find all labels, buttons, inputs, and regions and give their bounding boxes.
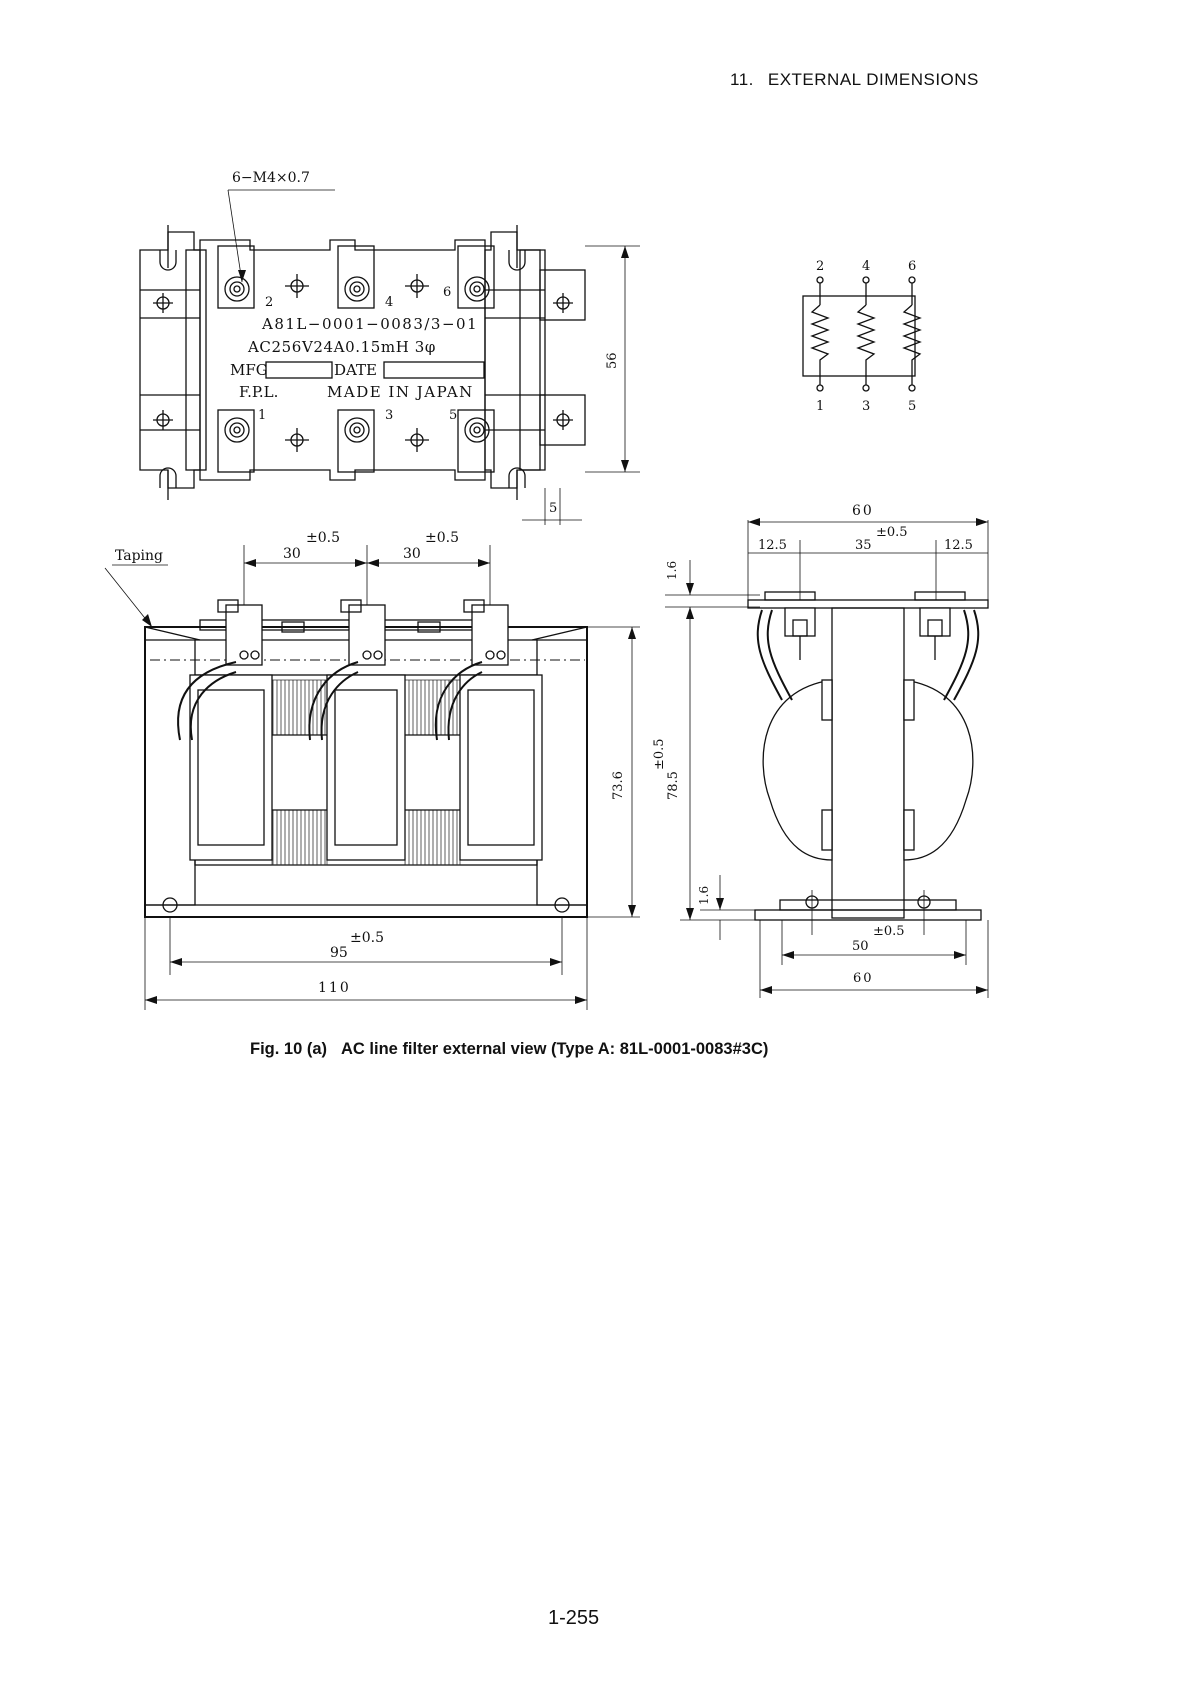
side-mount-pitch: 50 — [852, 939, 869, 954]
terminal-label: 5 — [449, 408, 457, 423]
mfg-field-box — [266, 362, 332, 378]
schematic-label: 2 — [816, 259, 824, 274]
terminal-label: 6 — [443, 285, 451, 300]
schematic-symbol: 2 4 6 1 3 5 — [803, 259, 920, 414]
side-height-value: 78.5 — [666, 771, 681, 800]
date-label: DATE — [334, 361, 377, 379]
figure-title: AC line filter external view (Type A: 81… — [341, 1040, 768, 1058]
side-width-value: 60 — [852, 503, 874, 519]
schematic-label: 5 — [908, 399, 916, 414]
overall-width-value: 110 — [318, 980, 351, 996]
side-left-offset: 12.5 — [758, 538, 787, 553]
terminal-label: 3 — [385, 408, 393, 423]
side-top-thickness: 1.6 — [665, 561, 679, 580]
schematic-label: 4 — [862, 259, 870, 274]
rating-text: AC256V24A0.15mH 3φ — [247, 338, 436, 356]
side-base-thickness: 1.6 — [697, 886, 711, 905]
top-view: 6−M4×0.7 — [140, 170, 640, 525]
part-number-text: A81L−0001−0083/3−01 — [261, 315, 478, 333]
side-view: 60 12.5 35 ±0.5 12.5 1.6 — [652, 503, 988, 998]
side-base-width: 60 — [853, 971, 874, 986]
taping-label: Taping — [115, 548, 163, 564]
pitch2-tol: ±0.5 — [425, 530, 459, 546]
front-height-label: 73.6 — [611, 771, 626, 800]
maker-text: F.P.L. — [239, 383, 278, 401]
terminal-label: 1 — [258, 408, 266, 423]
date-field-box — [384, 362, 484, 378]
schematic-label: 6 — [908, 259, 916, 274]
terminal-label: 2 — [265, 295, 273, 310]
schematic-label: 3 — [862, 399, 870, 414]
pitch2-value: 30 — [403, 546, 421, 562]
side-center-tol: ±0.5 — [876, 525, 908, 540]
front-view: Taping 30 ±0.5 30 ±0.5 — [105, 530, 640, 1010]
dim-height-label: 56 — [605, 352, 620, 369]
pitch1-tol: ±0.5 — [306, 530, 340, 546]
figure-number: Fig. 10 (a) — [250, 1040, 327, 1058]
page-number: 1-255 — [548, 1607, 599, 1630]
dim-slot-label: 5 — [549, 501, 557, 516]
terminal-label: 4 — [385, 295, 393, 310]
mount-pitch-tol: ±0.5 — [350, 930, 384, 946]
figure-caption: Fig. 10 (a) AC line filter external view … — [250, 1040, 768, 1059]
side-center-value: 35 — [855, 538, 872, 553]
thread-spec-label: 6−M4×0.7 — [232, 170, 310, 186]
side-height-tol: ±0.5 — [652, 738, 667, 770]
schematic-label: 1 — [816, 399, 824, 414]
mount-pitch-value: 95 — [330, 945, 348, 961]
mfg-label: MFG — [230, 361, 268, 379]
pitch1-value: 30 — [283, 546, 301, 562]
side-right-offset: 12.5 — [944, 538, 973, 553]
side-mount-pitch-tol: ±0.5 — [873, 924, 905, 939]
origin-text: MADE IN JAPAN — [327, 383, 474, 401]
